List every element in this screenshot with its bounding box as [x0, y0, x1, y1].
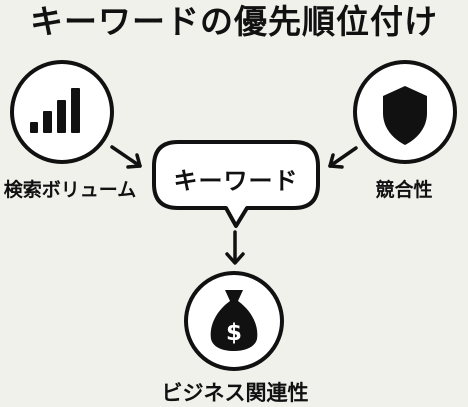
business-relevance-label: ビジネス関連性	[161, 381, 309, 405]
business-relevance-node: $	[184, 271, 284, 371]
keyword-bubble	[152, 140, 320, 228]
search-volume-label: 検索ボリューム	[3, 179, 137, 201]
competition-node	[353, 60, 457, 164]
search-volume-node	[10, 60, 114, 164]
svg-text:$: $	[226, 320, 242, 346]
arrow-competition-to-keyword	[328, 146, 358, 169]
diagram-title: キーワードの優先順位付け	[30, 2, 438, 41]
arrow-keyword-to-relevance	[225, 230, 245, 265]
keyword-label: キーワード	[173, 167, 299, 195]
money-bag-icon: $	[210, 290, 258, 351]
bar-chart-icon	[30, 88, 80, 133]
competition-label: 競合性	[375, 179, 433, 201]
shield-icon	[383, 86, 427, 145]
arrow-volume-to-keyword	[110, 145, 142, 169]
